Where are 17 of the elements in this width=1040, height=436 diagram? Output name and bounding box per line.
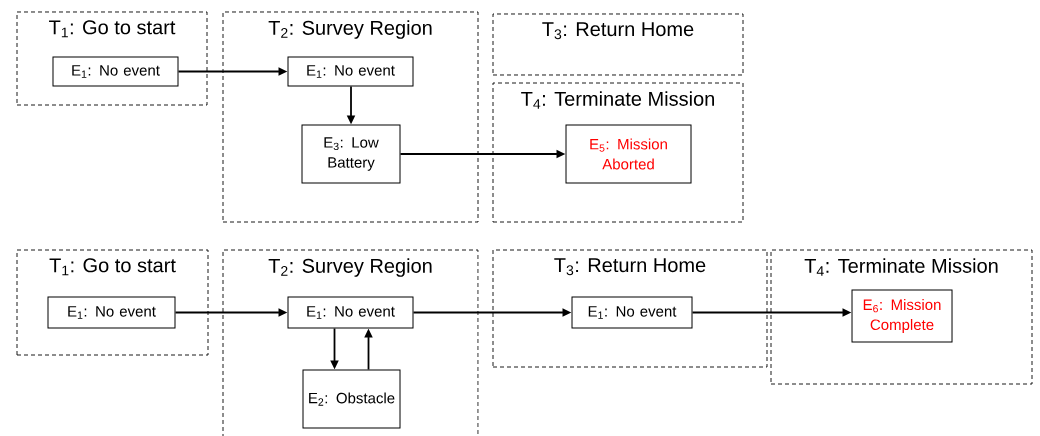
task-heading: T$_{1}$: Go to start bbox=[49, 20, 176, 38]
task-heading: T$_{2}$: Survey Region bbox=[268, 20, 432, 39]
event-box: E$_{2}$: Obstacle bbox=[302, 369, 401, 429]
event-box: E$_{5}$: Mission Aborted bbox=[565, 124, 692, 184]
task-heading: T$_{3}$: Return Home bbox=[554, 258, 706, 276]
event-box: E$_{1}$: No event bbox=[287, 56, 414, 87]
task-heading: T$_{3}$: Return Home bbox=[542, 22, 694, 40]
event-box: E$_{1}$: No event bbox=[52, 56, 179, 87]
task-heading: T$_{4}$: Terminate Mission bbox=[521, 91, 714, 109]
event-box: E$_{6}$: Mission Complete bbox=[851, 289, 953, 343]
event-box: E$_{1}$: No event bbox=[571, 296, 693, 329]
event-box: E$_{1}$: No event bbox=[287, 296, 414, 329]
task-heading: T$_{1}$: Go to start bbox=[49, 258, 176, 276]
task-heading: T$_{4}$: Terminate Mission bbox=[804, 258, 998, 276]
task-heading: T$_{2}$: Survey Region bbox=[268, 258, 432, 277]
event-box: E$_{1}$: No event bbox=[47, 296, 176, 329]
event-box: E$_{3}$: Low Battery bbox=[301, 124, 401, 184]
